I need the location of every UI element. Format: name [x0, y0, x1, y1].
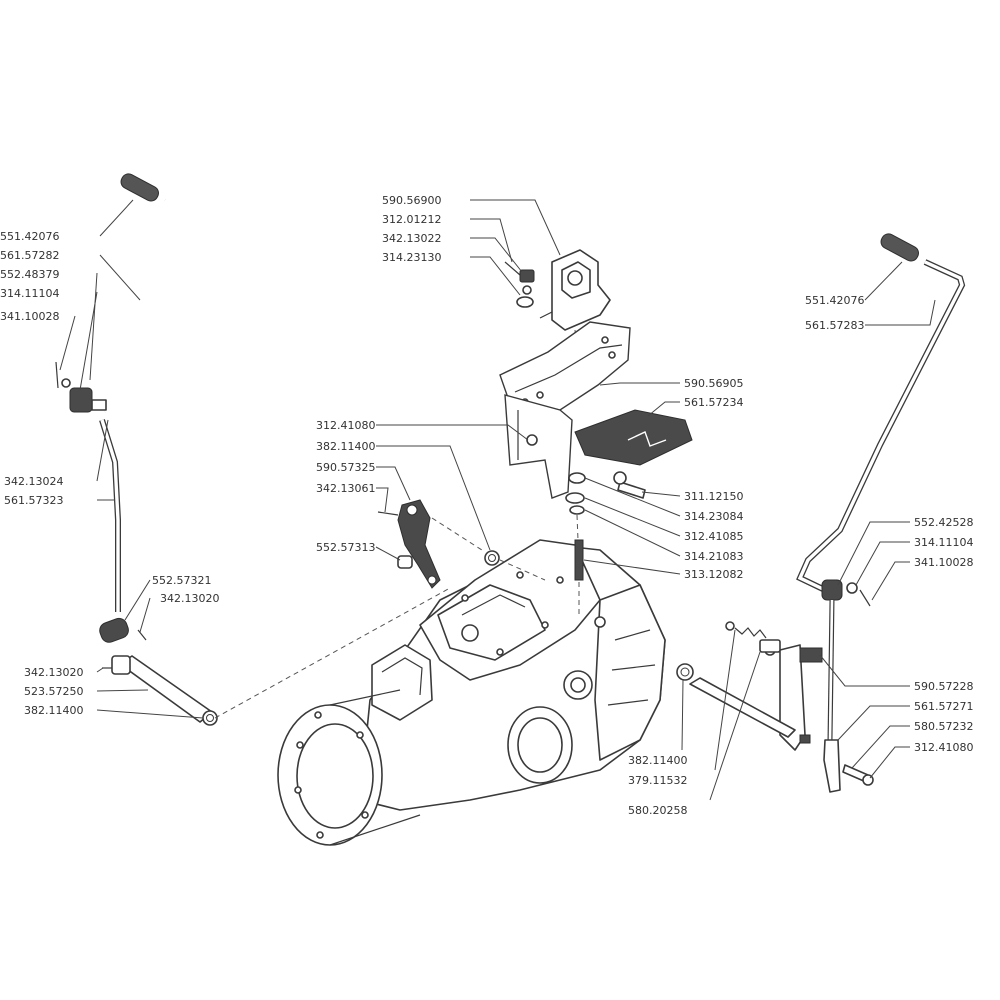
- label-342-13061: 342.13061: [316, 482, 376, 495]
- label-561-57282: 561.57282: [0, 249, 60, 262]
- label-523-57250: 523.57250: [24, 685, 84, 698]
- right-lever-assembly: [676, 233, 966, 793]
- middle-arm-assembly: [377, 499, 546, 589]
- label-311-12150: 311.12150: [684, 490, 744, 503]
- gearbox-housing: [277, 539, 666, 846]
- label-561-57323: 561.57323: [4, 494, 64, 507]
- label-382-11400-mid: 382.11400: [316, 440, 376, 453]
- label-342-13020-upper: 342.13020: [160, 592, 220, 605]
- label-551-42076-left: 551.42076: [0, 230, 60, 243]
- label-552-48379: 552.48379: [0, 268, 60, 281]
- label-341-10028-left: 341.10028: [0, 310, 60, 323]
- label-561-57283: 561.57283: [805, 319, 865, 332]
- label-312-01212: 312.01212: [382, 213, 442, 226]
- label-313-12082: 313.12082: [684, 568, 744, 581]
- leader-lines: [59, 199, 936, 801]
- left-lever-grip: [120, 173, 159, 202]
- label-382-11400-left: 382.11400: [24, 704, 84, 717]
- label-552-57313: 552.57313: [316, 541, 376, 554]
- label-341-10028-right: 341.10028: [914, 556, 974, 569]
- label-314-21083: 314.21083: [684, 550, 744, 563]
- label-590-56900: 590.56900: [382, 194, 442, 207]
- label-342-13024: 342.13024: [4, 475, 64, 488]
- label-580-57232: 580.57232: [914, 720, 974, 733]
- label-551-42076-right: 551.42076: [805, 294, 865, 307]
- label-314-23130: 314.23130: [382, 251, 442, 264]
- label-561-57234: 561.57234: [684, 396, 744, 409]
- label-552-57321: 552.57321: [152, 574, 212, 587]
- top-bracket-assembly: [499, 249, 693, 615]
- label-590-57228: 590.57228: [914, 680, 974, 693]
- label-312-41085: 312.41085: [684, 530, 744, 543]
- label-382-11400-right: 382.11400: [628, 754, 688, 767]
- label-552-42528: 552.42528: [914, 516, 974, 529]
- label-590-57325: 590.57325: [316, 461, 376, 474]
- label-314-23084: 314.23084: [684, 510, 744, 523]
- label-314-11104-left: 314.11104: [0, 287, 60, 300]
- label-312-41080-mid: 312.41080: [316, 419, 376, 432]
- part-number-labels: 551.42076 561.57282 552.48379 314.11104 …: [0, 194, 974, 817]
- right-lever-grip: [880, 233, 919, 262]
- label-342-13020-lower: 342.13020: [24, 666, 84, 679]
- label-379-11532: 379.11532: [628, 774, 688, 787]
- label-312-41080-right: 312.41080: [914, 741, 974, 754]
- label-561-57271: 561.57271: [914, 700, 974, 713]
- left-lever-assembly: [55, 173, 218, 726]
- label-580-20258: 580.20258: [628, 804, 688, 817]
- label-342-13022: 342.13022: [382, 232, 442, 245]
- label-314-11104-right: 314.11104: [914, 536, 974, 549]
- label-590-56905: 590.56905: [684, 377, 744, 390]
